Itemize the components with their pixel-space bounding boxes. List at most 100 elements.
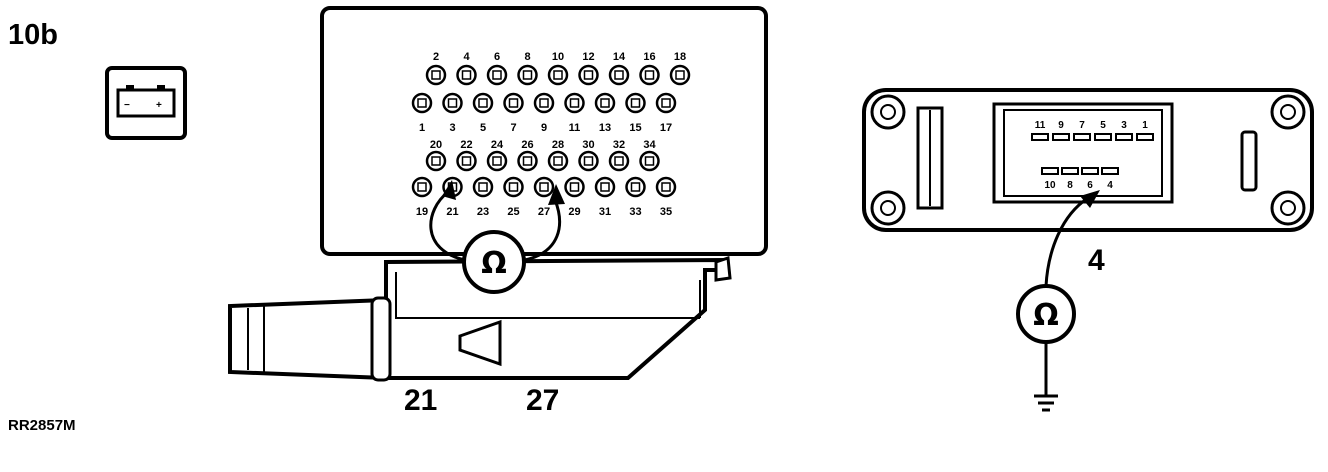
pin-18 — [669, 64, 691, 86]
ecu-pin-label-9: 9 — [1058, 120, 1064, 131]
pin-23 — [472, 176, 494, 198]
ecu-pin-6 — [1081, 167, 1099, 175]
pin-label-22: 22 — [460, 139, 472, 151]
pin-30 — [578, 150, 599, 172]
pin-16 — [639, 64, 660, 86]
test-pin-label-21: 21 — [404, 384, 437, 417]
pin-4 — [456, 64, 477, 86]
ecu-pin-label-8: 8 — [1067, 180, 1073, 191]
pin-label-14: 14 — [613, 51, 626, 63]
pin-label-30: 30 — [582, 139, 594, 151]
pin-33 — [625, 176, 646, 198]
ecu-pin-3 — [1115, 133, 1133, 141]
ecu-pin-10 — [1041, 167, 1059, 175]
pin-14 — [608, 64, 630, 86]
pin-17 — [655, 92, 677, 114]
ecu-pin-label-10: 10 — [1044, 180, 1056, 191]
ecu-pin-11 — [1031, 133, 1049, 141]
ecu-pin-label-5: 5 — [1100, 120, 1106, 131]
ohmmeter-left: Ω — [429, 180, 565, 294]
pin-25 — [503, 176, 524, 198]
pin-label-20: 20 — [430, 139, 442, 151]
ecu-pin-label-7: 7 — [1079, 120, 1085, 131]
pin-6 — [486, 64, 508, 86]
pin-label-32: 32 — [613, 139, 625, 151]
pin-31 — [594, 176, 616, 198]
pin-label-16: 16 — [643, 51, 655, 63]
ecu-pin-1 — [1136, 133, 1154, 141]
pin-label-34: 34 — [643, 139, 656, 151]
pin-2 — [425, 64, 447, 86]
pin-34 — [639, 150, 660, 172]
pin-label-24: 24 — [491, 139, 504, 151]
pin-12 — [578, 64, 599, 86]
ecu-pin-9 — [1052, 133, 1070, 141]
battery-icon: − + — [105, 66, 187, 140]
battery-minus: − — [124, 100, 130, 111]
release-tab — [458, 319, 502, 367]
pin-label-35: 35 — [660, 206, 672, 218]
pin-label-9: 9 — [541, 122, 547, 134]
battery-plus: + — [156, 100, 162, 111]
pin-label-8: 8 — [524, 51, 530, 63]
pin-3 — [442, 92, 463, 114]
ecu-pin-8 — [1061, 167, 1079, 175]
plug-latch — [714, 255, 732, 282]
pin-label-12: 12 — [582, 51, 594, 63]
ohm-symbol-left: Ω — [481, 246, 507, 281]
pin-35 — [655, 176, 677, 198]
reference-code: RR2857M — [8, 417, 76, 434]
pin-29 — [564, 176, 585, 198]
pin-label-7: 7 — [510, 122, 516, 134]
pin-32 — [608, 150, 630, 172]
pin-label-2: 2 — [433, 51, 439, 63]
ground-icon — [1034, 394, 1058, 412]
pin-label-4: 4 — [463, 51, 470, 63]
test-pin-label-4: 4 — [1088, 244, 1105, 277]
pin-label-17: 17 — [660, 122, 672, 134]
pin-label-29: 29 — [568, 206, 580, 218]
ecu-pin-label-11: 11 — [1035, 120, 1046, 131]
pin-19 — [411, 176, 433, 198]
pin-11 — [564, 92, 585, 114]
connector-11-assembly: 11 9 7 5 3 1 10 8 6 4 — [862, 88, 1314, 232]
pin-label-21: 21 — [446, 206, 458, 218]
ecu-pin-label-6: 6 — [1087, 180, 1093, 191]
test-pin-label-27: 27 — [526, 384, 559, 417]
pin-28 — [547, 150, 569, 172]
figure-id: 10b — [8, 19, 58, 51]
pin-5 — [472, 92, 494, 114]
pin-13 — [594, 92, 616, 114]
pin-label-10: 10 — [552, 51, 564, 63]
ohm-symbol-right: Ω — [1033, 298, 1059, 333]
pin-label-26: 26 — [521, 139, 533, 151]
pin-label-19: 19 — [416, 206, 428, 218]
ecu-pin-label-4: 4 — [1107, 180, 1113, 191]
pin-label-3: 3 — [449, 122, 455, 134]
pin-label-18: 18 — [674, 51, 686, 63]
ecu-pin-label-3: 3 — [1121, 120, 1127, 131]
ecu-pin-7 — [1073, 133, 1091, 141]
ecu-pin-5 — [1094, 133, 1112, 141]
pin-label-5: 5 — [480, 122, 486, 134]
pin-label-27: 27 — [538, 206, 550, 218]
pin-label-25: 25 — [507, 206, 519, 218]
pin-label-13: 13 — [599, 122, 611, 134]
pin-label-11: 11 — [569, 122, 581, 134]
pin-7 — [503, 92, 524, 114]
ecu-pin-4 — [1101, 167, 1119, 175]
pin-20 — [425, 150, 447, 172]
pin-27 — [533, 176, 555, 198]
pin-24 — [486, 150, 508, 172]
pin-15 — [625, 92, 646, 114]
pin-9 — [533, 92, 555, 114]
pin-label-31: 31 — [599, 206, 611, 218]
ecu-pin-label-1: 1 — [1142, 120, 1148, 131]
pin-label-1: 1 — [419, 122, 425, 134]
pin-8 — [517, 64, 538, 86]
pin-10 — [547, 64, 569, 86]
cable-boot — [228, 298, 387, 380]
pin-label-6: 6 — [494, 51, 500, 63]
